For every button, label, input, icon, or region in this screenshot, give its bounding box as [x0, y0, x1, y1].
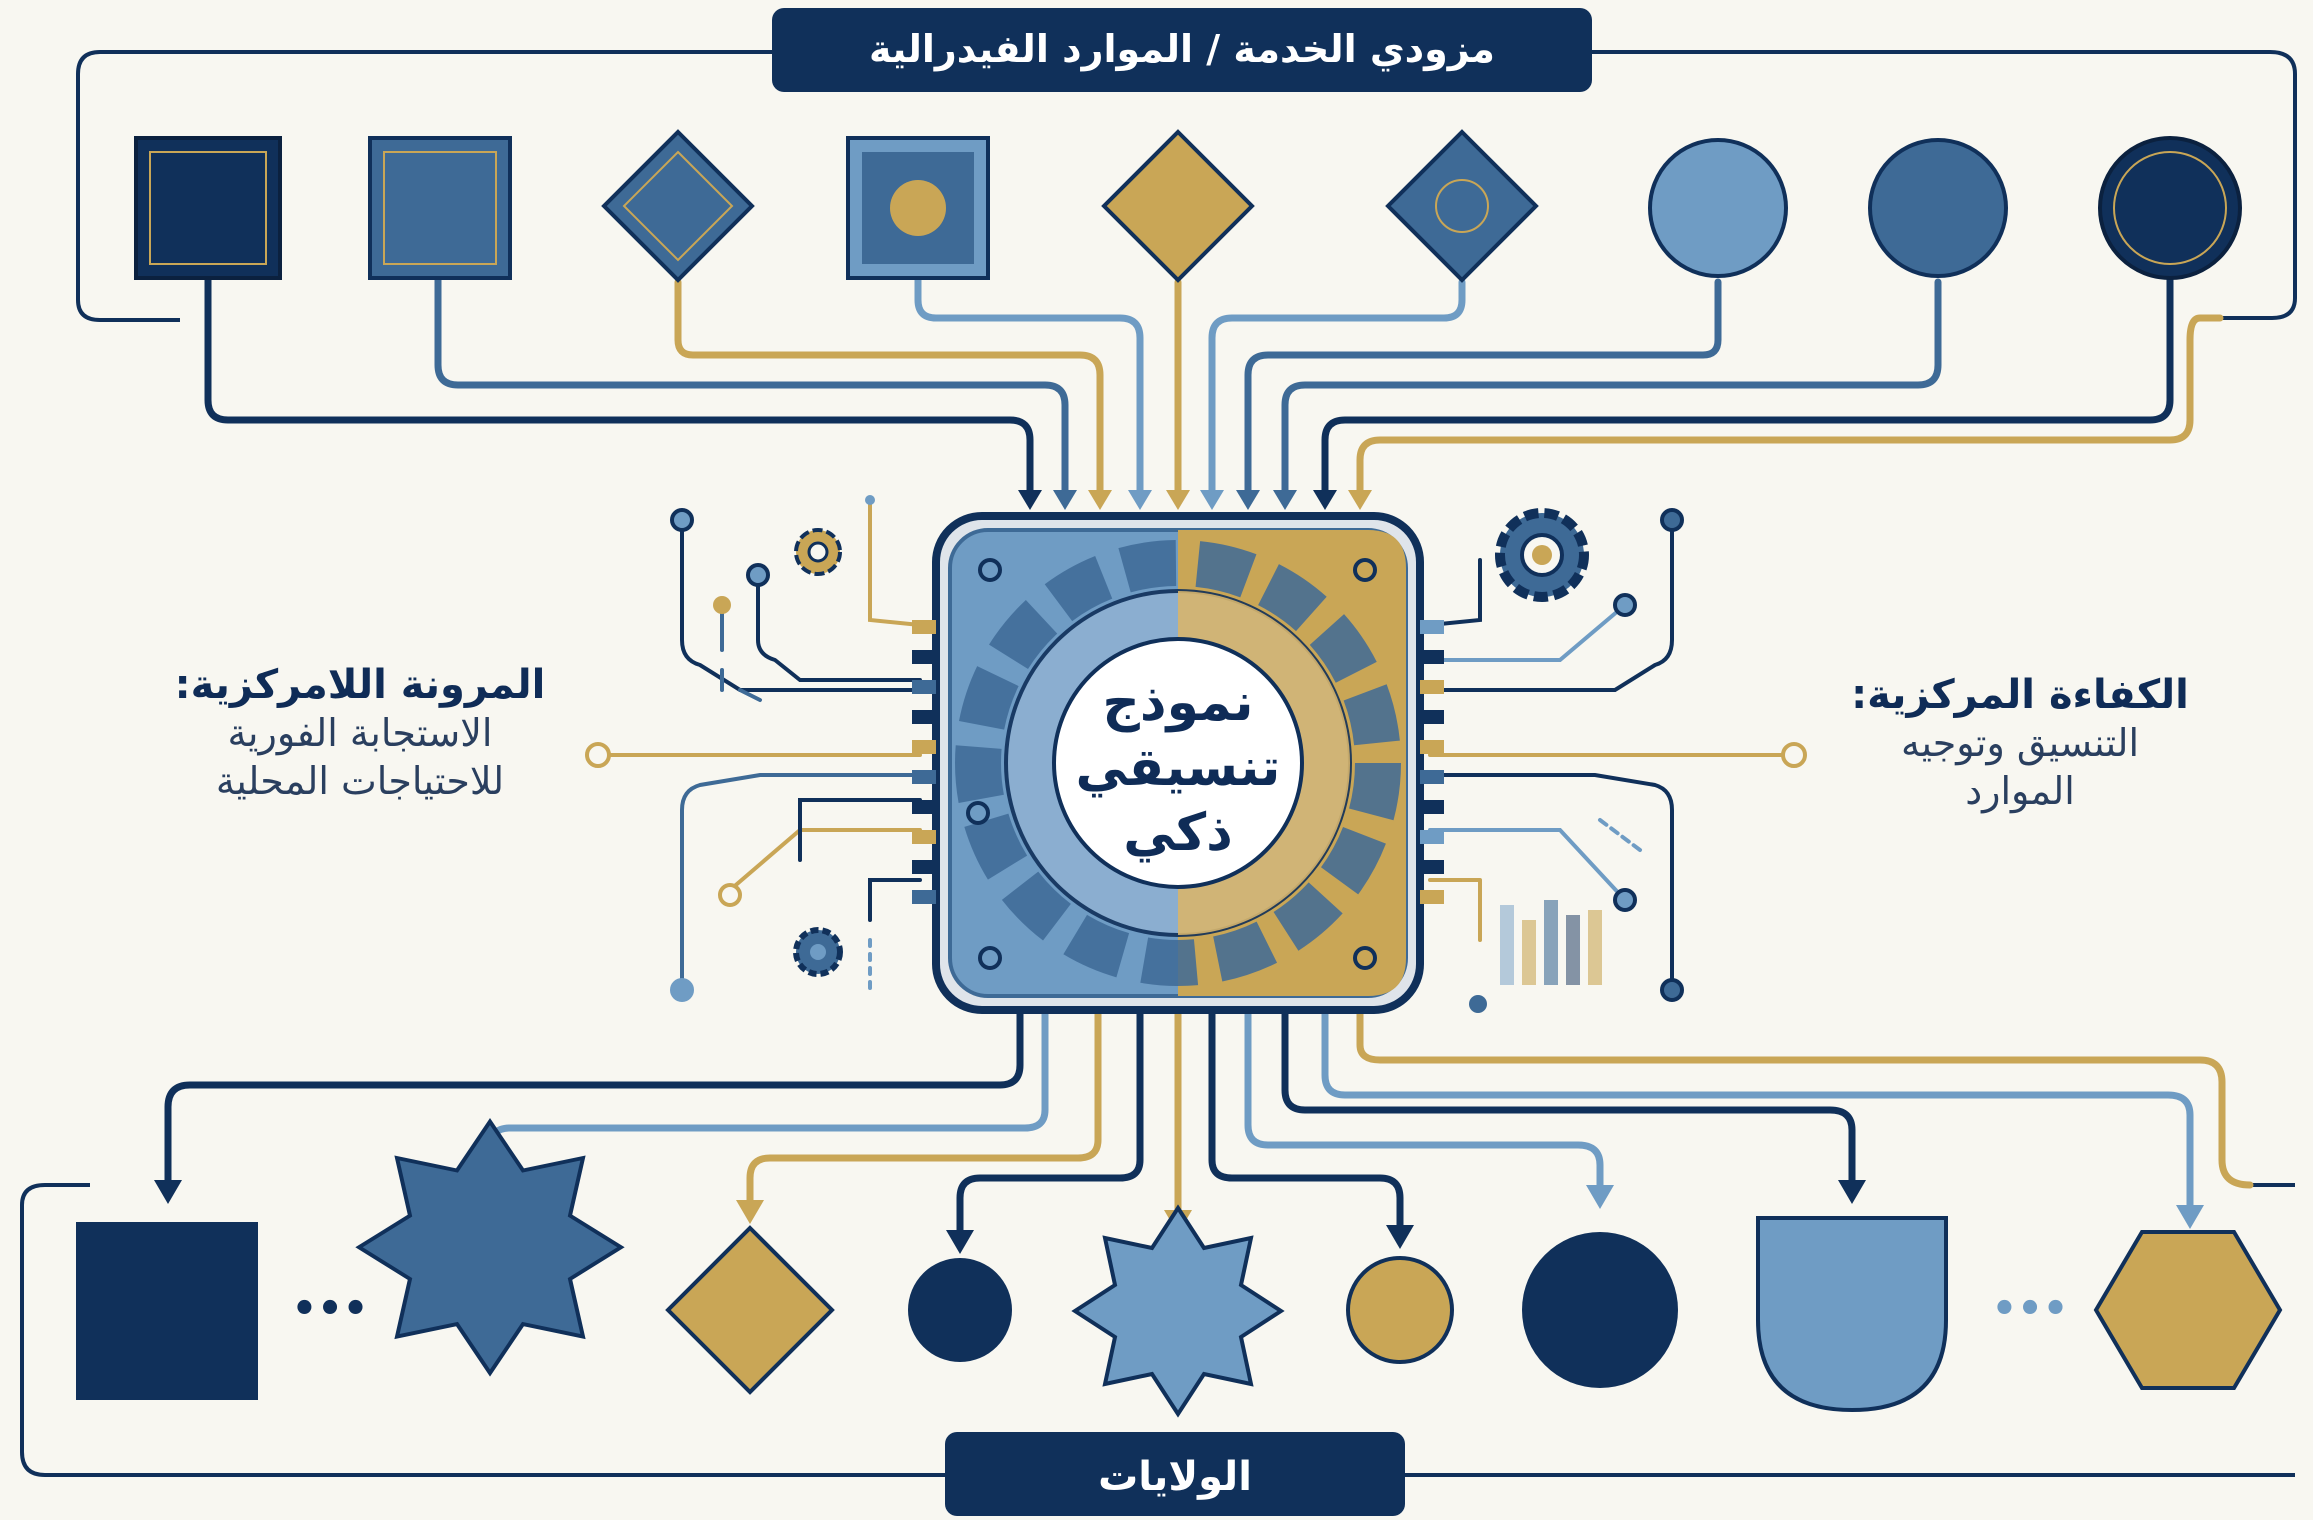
- top-node-diamond-with-ring: [1385, 129, 1539, 283]
- right-label: الكفاءة المركزية: التنسيق وتوجيه الموارد: [1820, 670, 2220, 815]
- bottom-node-octagram-steel: [355, 1117, 625, 1377]
- top-node-diamond-gold: [1101, 129, 1255, 283]
- bottom-group-title-pill: الولايات: [945, 1432, 1405, 1516]
- top-group-title-pill: مزودي الخدمة / الموارد الفيدرالية: [772, 8, 1592, 92]
- right-circuit-nodes: [1469, 508, 1807, 1013]
- bottom-ellipsis-right: •••: [1992, 1286, 2069, 1332]
- top-group-title: مزودي الخدمة / الموارد الفيدرالية: [869, 27, 1495, 72]
- top-group-frame: [76, 50, 2297, 322]
- bottom-node-shield-lightblue: [1756, 1216, 1948, 1413]
- bottom-group-frame: [20, 1183, 2295, 1477]
- top-connectors: [204, 268, 2224, 494]
- bottom-node-hexagon-gold: [2093, 1230, 2283, 1390]
- bottom-node-circle-navy-large: [1522, 1232, 1678, 1388]
- center-title-line-2: تنسيقي: [1076, 738, 1281, 798]
- top-node-circle-lightblue: [1648, 138, 1788, 278]
- top-node-diamond-framed: [601, 129, 755, 283]
- bottom-node-circle-navy-small: [908, 1258, 1012, 1362]
- top-node-square-steel: [368, 136, 512, 280]
- bottom-node-square-navy: [76, 1222, 258, 1400]
- right-label-line-1: التنسيق وتوجيه: [1900, 721, 2140, 765]
- chip-pins: [912, 620, 1444, 904]
- left-gear-icon-gold: [794, 528, 842, 576]
- right-gear-icon: [1495, 508, 1589, 602]
- bottom-node-octagram-lightblue: [1071, 1204, 1285, 1418]
- left-label-line-1: الاستجابة الفورية: [227, 711, 493, 755]
- center-title-line-3: ذكي: [1123, 803, 1233, 863]
- top-node-circle-navy: [2098, 136, 2242, 280]
- bottom-node-circle-gold: [1346, 1256, 1454, 1364]
- right-circuit-traces: [1428, 518, 1794, 992]
- right-equalizer-icon: [1500, 900, 1602, 985]
- top-arrowheads: [1018, 490, 1372, 510]
- left-circuit-traces: [598, 498, 922, 992]
- top-node-circle-steel: [1868, 138, 2008, 278]
- left-label: المرونة اللامركزية: الاستجابة الفورية لل…: [130, 660, 590, 805]
- left-label-heading: المرونة اللامركزية:: [174, 662, 546, 708]
- left-circuit-nodes: [585, 495, 875, 1002]
- central-hub-chip: [912, 512, 1444, 1014]
- center-title-line-1: نموذج: [1102, 673, 1253, 733]
- right-label-heading: الكفاءة المركزية:: [1851, 672, 2189, 718]
- bottom-ellipsis-left: •••: [292, 1286, 369, 1332]
- left-gear-icon-navy: [793, 927, 843, 977]
- top-node-square-navy: [134, 136, 282, 280]
- right-label-line-2: الموارد: [1965, 768, 2075, 813]
- bottom-node-diamond-gold: [665, 1225, 835, 1395]
- bottom-connectors: [164, 1006, 2254, 1234]
- left-label-line-2: للاحتياجات المحلية: [215, 758, 505, 803]
- top-node-square-with-dot: [846, 136, 990, 280]
- bottom-group-title: الولايات: [1098, 1454, 1252, 1500]
